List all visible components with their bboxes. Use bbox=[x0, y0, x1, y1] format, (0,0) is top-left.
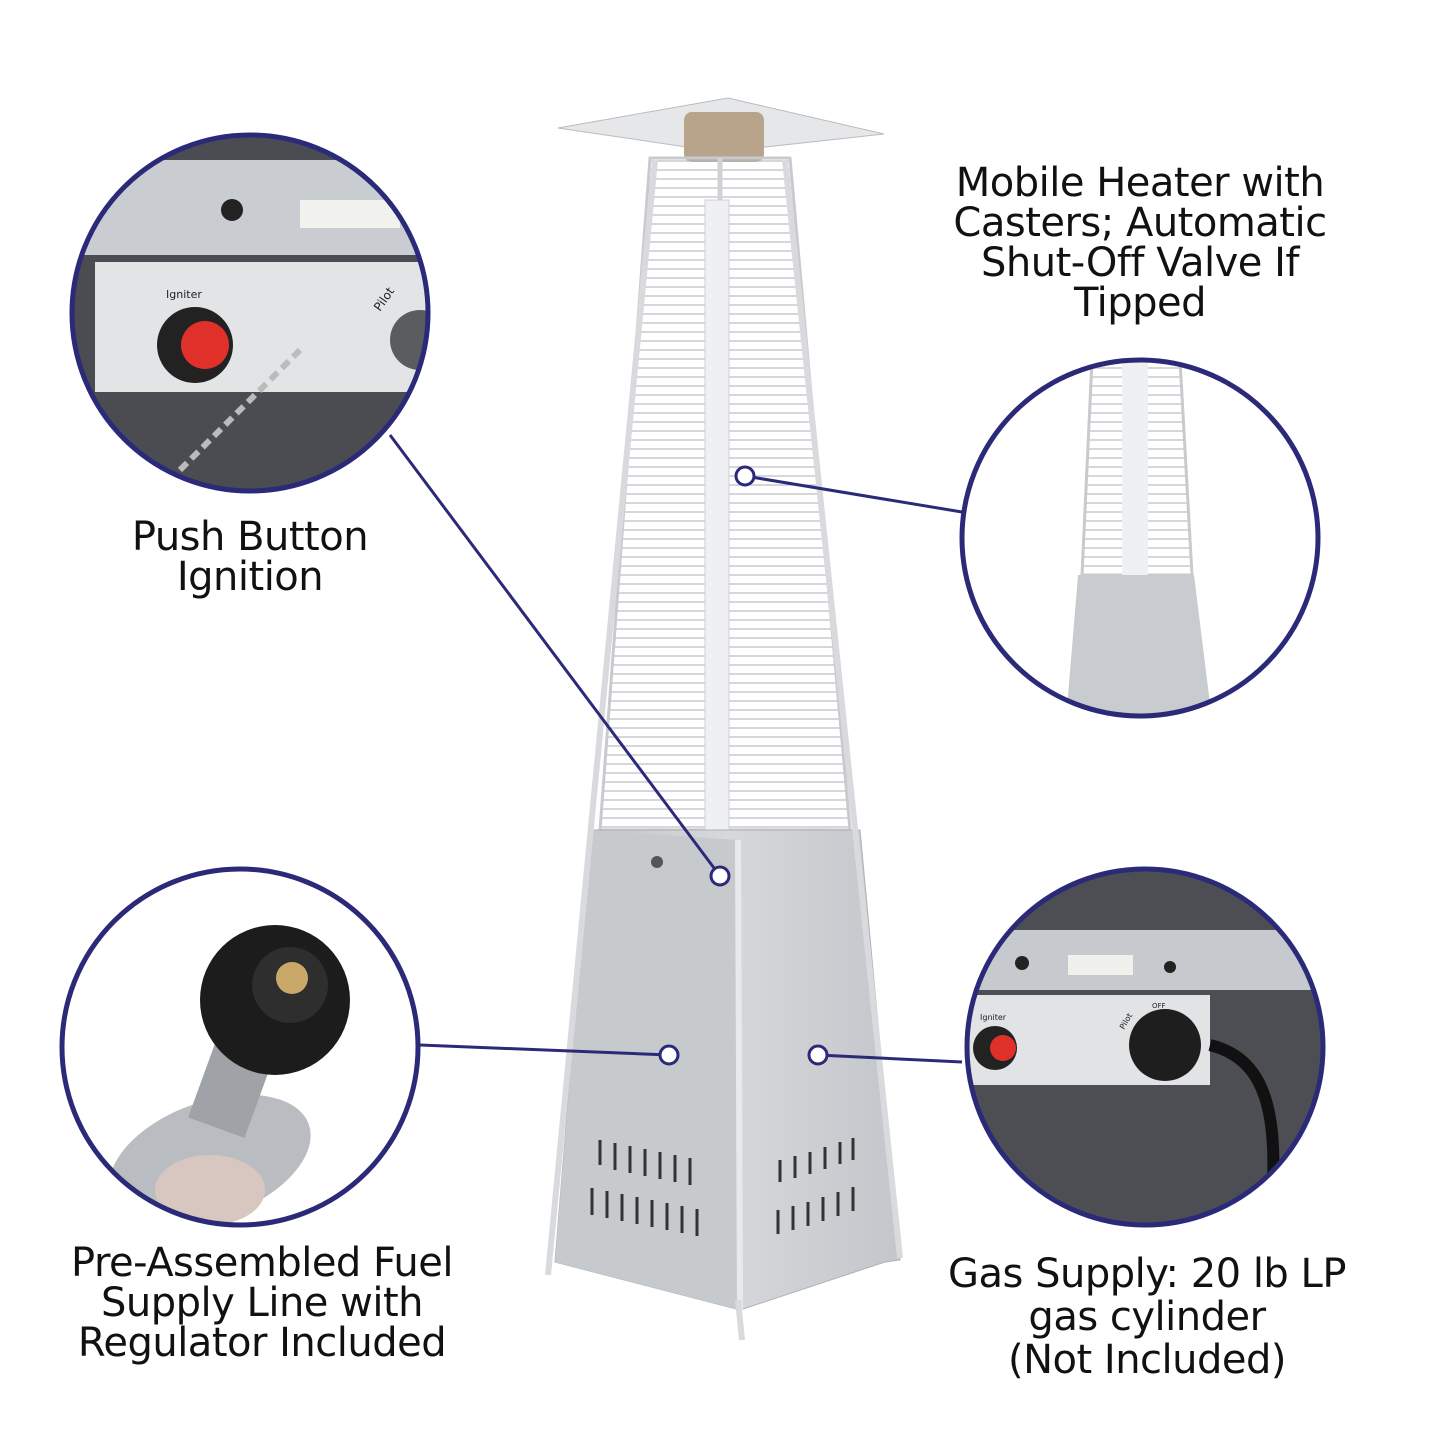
label-line: gas cylinder bbox=[1028, 1294, 1266, 1340]
callout-dot bbox=[734, 465, 756, 487]
label-line: (Not Included) bbox=[1008, 1337, 1287, 1383]
label-line: Shut-Off Valve If bbox=[981, 240, 1299, 286]
callout-mobile-heater: Mobile Heater with Casters; Automatic Sh… bbox=[890, 163, 1390, 323]
label-line: Ignition bbox=[176, 554, 324, 600]
callout-dot bbox=[807, 1044, 829, 1066]
callout-dot bbox=[658, 1044, 680, 1066]
igniter-closeup: Igniter Pilot bbox=[72, 135, 428, 491]
photo-lettering: Igniter bbox=[166, 288, 202, 301]
label-line: Casters; Automatic bbox=[953, 200, 1327, 246]
label-line: Pre-Assembled Fuel bbox=[71, 1240, 453, 1286]
tower-closeup bbox=[962, 360, 1318, 716]
label-line: Push Button bbox=[131, 514, 369, 560]
callout-gas-supply: Gas Supply: 20 lb LP gas cylinder (Not I… bbox=[897, 1253, 1397, 1382]
control-panel-closeup: Igniter OFF Pilot bbox=[967, 869, 1323, 1225]
patio-heater bbox=[545, 97, 903, 1341]
photo-lettering: Igniter bbox=[980, 1013, 1007, 1022]
regulator-closeup bbox=[62, 869, 418, 1225]
label-line: Gas Supply: 20 lb LP bbox=[948, 1251, 1346, 1297]
label-line: Regulator Included bbox=[77, 1320, 447, 1366]
callout-dot bbox=[709, 865, 731, 887]
callout-push-button-ignition: Push Button Ignition bbox=[50, 517, 450, 597]
label-line: Tipped bbox=[1073, 280, 1207, 326]
callout-lines bbox=[388, 434, 963, 1066]
callout-fuel-supply-line: Pre-Assembled Fuel Supply Line with Regu… bbox=[12, 1243, 512, 1363]
photo-lettering: OFF bbox=[1152, 1002, 1166, 1010]
label-line: Supply Line with bbox=[101, 1280, 423, 1326]
label-line: Mobile Heater with bbox=[955, 160, 1325, 206]
